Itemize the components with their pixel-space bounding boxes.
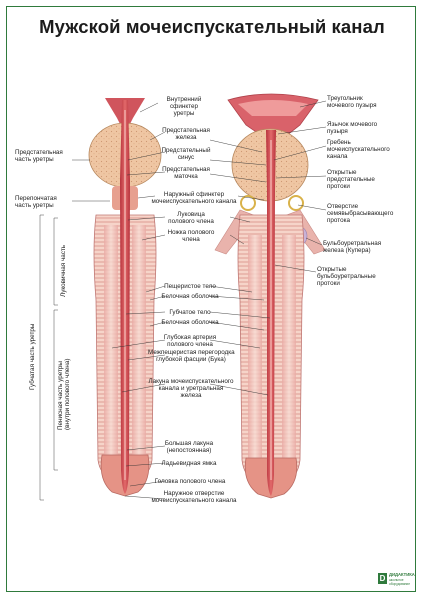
label-septum: Межпещеристая перегородка глубокой фасци… — [148, 349, 235, 363]
poster-frame — [6, 6, 416, 592]
label-uvula: Язычок мочевого пузыря — [327, 121, 378, 135]
label-prostatic-ducts: Открытые предстательные протоки — [327, 169, 375, 190]
logo-name: ДИДАКТИКА — [389, 572, 415, 577]
label-glans: Головка полового члена — [154, 478, 226, 485]
label-bulb-of-penis: Луковица полового члена — [168, 211, 214, 225]
label-trigone: Треугольник мочевого пузыря — [327, 95, 377, 109]
label-prostatic-utricle: Предстательная маточка — [162, 166, 210, 180]
label-ejaculatory-opening: Отверстие семявыбрасывающего протока — [327, 203, 394, 224]
label-internal-sphincter: Внутренний сфинктер уретры — [166, 96, 202, 117]
label-lacuna: Лакуна мочеиспускательного канала и урет… — [148, 378, 234, 399]
label-external-orifice: Наружное отверстие мочеиспускательного к… — [151, 490, 237, 504]
label-urethral-crest: Гребень мочеиспускательного канала — [327, 139, 390, 160]
label-tunica-albuginea-1: Белочная оболочка — [161, 293, 219, 300]
label-bulbourethral-ducts: Открытые бульбоуретральные протоки — [317, 266, 376, 287]
right-specimen — [214, 93, 326, 499]
label-prostate-gland: Предстательная железа — [162, 127, 210, 141]
label-great-lacuna: Большая лакуна (непостоянная) — [164, 440, 214, 454]
label-membranous-part: Перепончатая часть уретры — [15, 195, 57, 209]
label-corpus-spongiosum: Губчатое тело — [169, 309, 211, 316]
label-prostatic-part: Предстательная часть уретры — [15, 149, 63, 163]
logo-subtitle: школьное оборудование — [389, 578, 410, 586]
left-specimen — [88, 98, 162, 497]
label-navicular-fossa: Ладьевидная ямка — [161, 460, 217, 467]
label-bulbous-part: Луковичная часть — [60, 244, 67, 297]
label-corpus-cavernosum: Пещеристое тело — [164, 283, 216, 290]
label-bulbourethral-gland: Бульбоуретральная железа (Купера) — [323, 240, 382, 254]
publisher-logo: D ДИДАКТИКА школьное оборудование — [378, 572, 415, 586]
label-spongy-part: Губчатая часть уретры — [29, 323, 36, 390]
label-tunica-albuginea-2: Белочная оболочка — [161, 319, 219, 326]
leader-lines — [39, 100, 327, 501]
label-external-sphincter: Наружный сфинктер мочеиспускательного ка… — [151, 191, 237, 205]
page-title: Мужской мочеиспускательный канал — [39, 16, 385, 37]
logo-mark-icon: D — [378, 573, 387, 584]
label-deep-artery: Глубокая артерия полового члена — [163, 334, 217, 348]
label-penile-part: Пенисная часть уретры (внутри полового ч… — [57, 358, 71, 430]
label-prostatic-sinus: Предстательный синус — [161, 147, 211, 161]
label-crus-of-penis: Ножка полового члена — [167, 229, 215, 243]
